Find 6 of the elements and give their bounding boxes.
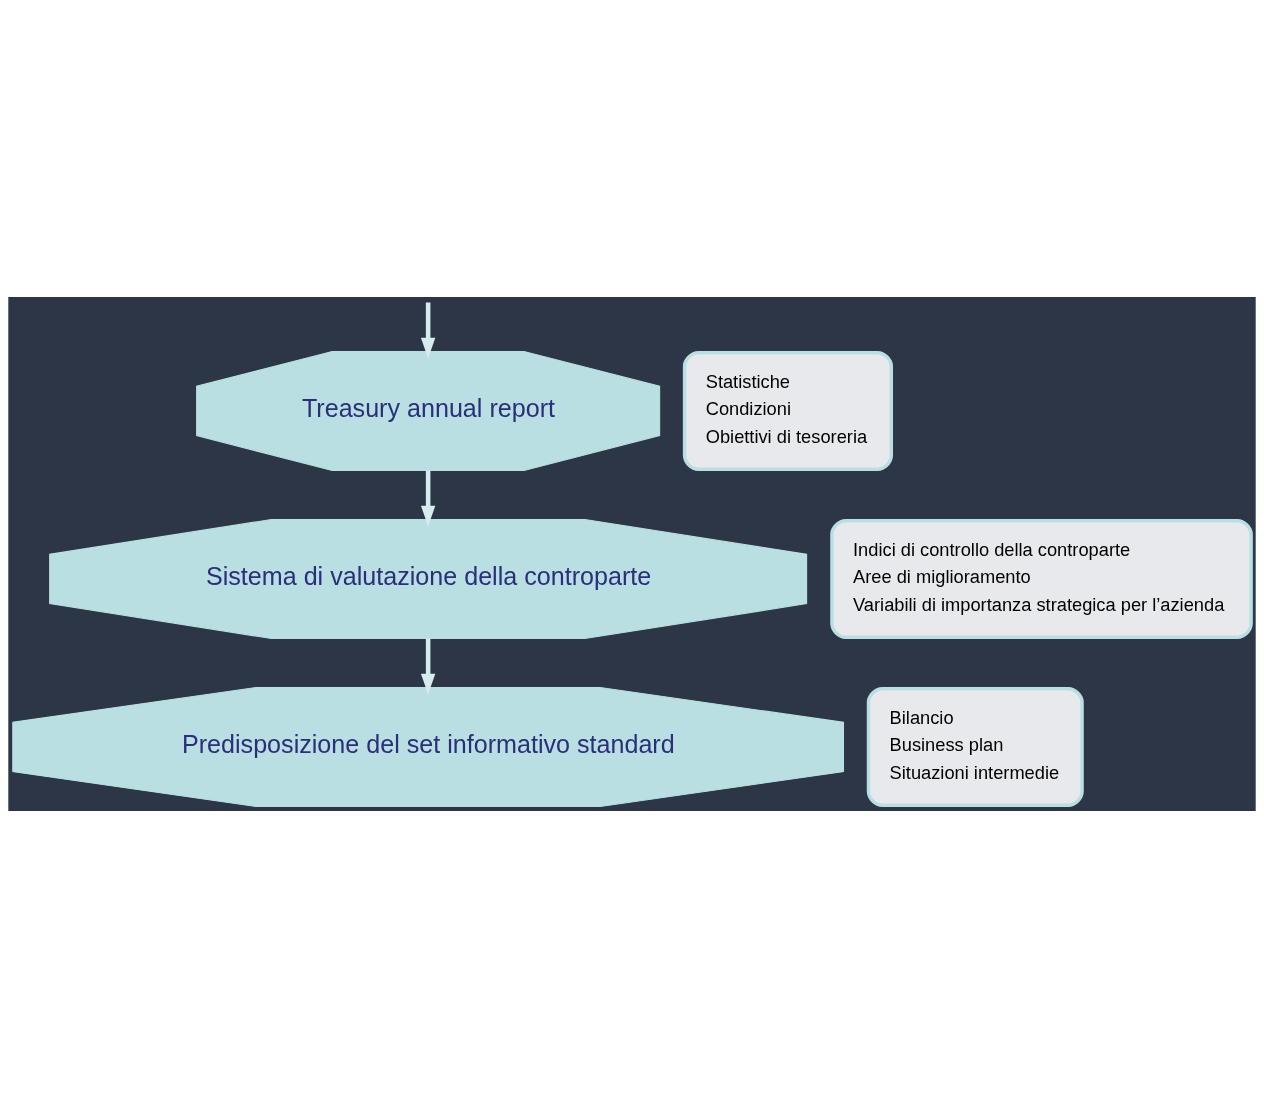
arrow [420,638,436,695]
node-box: Bilancio Business plan Situazioni intermedie [866,687,1084,807]
arrow [420,302,436,359]
arrow [420,470,436,527]
node-box: Indici di controllo della controparte Aree di miglioramento Variabili di importanza strategica per l’azienda [830,519,1253,639]
node-box: Statistiche Condizioni Obiettivi di tesoreria [682,351,894,471]
